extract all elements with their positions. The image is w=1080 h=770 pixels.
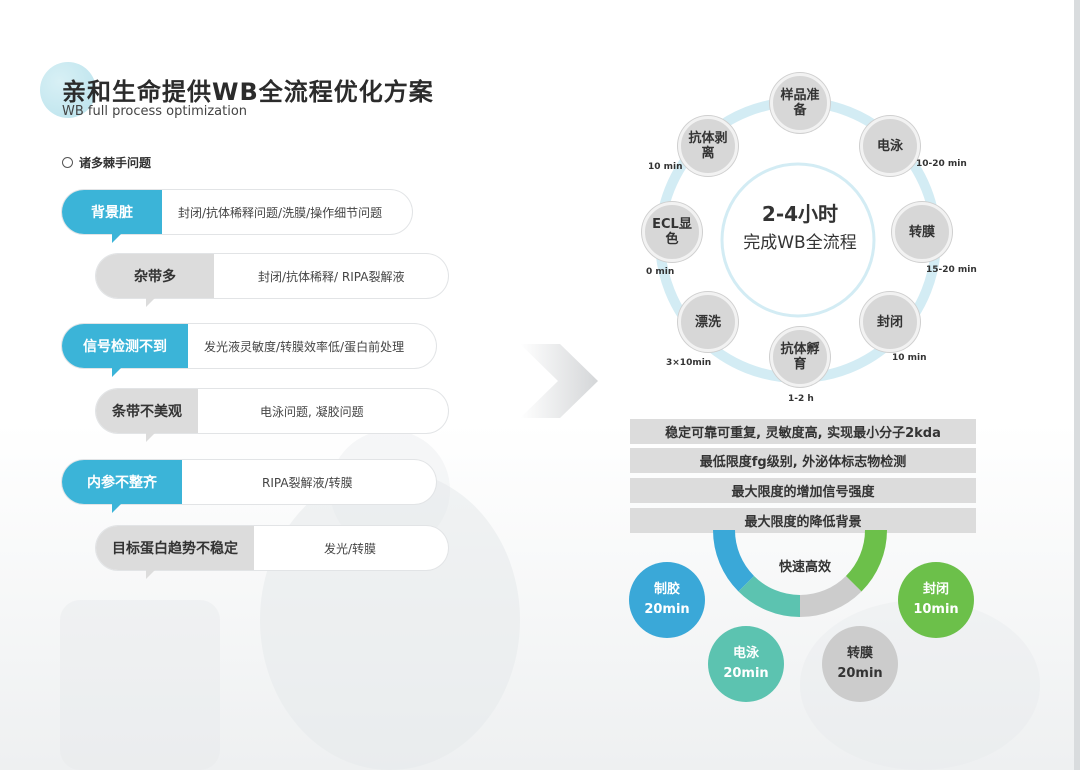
cycle-step-label: 样品准备 (780, 88, 820, 118)
efficiency-bubble-name: 电泳 (732, 646, 759, 661)
cycle-step-label: 转膜 (908, 224, 935, 240)
efficiency-bubble: 制胶 20min (629, 562, 705, 638)
efficiency-bubble: 转膜 20min (822, 626, 898, 702)
efficiency-bubble-name: 制胶 (653, 582, 680, 597)
problem-row: 内参不整齐 RIPA裂解液/转膜 (62, 460, 436, 513)
cycle-step-time: 15-20 min (926, 265, 977, 275)
cycle-step-label: ECL显色 (652, 217, 692, 247)
feature-bar: 最低限度fg级别, 外泌体标志物检测 (630, 448, 976, 473)
chevron-right-arrow-icon (520, 344, 598, 418)
circle-bullet-icon (62, 157, 73, 168)
efficiency-bubble: 电泳 20min (708, 626, 784, 702)
efficiency-ring (713, 530, 887, 617)
problem-desc: 封闭/抗体稀释/ RIPA裂解液 (258, 269, 405, 284)
efficiency-ring-segment (713, 530, 755, 592)
feature-bar: 最大限度的降低背景 (630, 508, 976, 533)
cycle-step-time: 10 min (648, 162, 683, 172)
cycle-step: 封闭 (860, 292, 920, 352)
problem-desc: 发光/转膜 (324, 541, 377, 556)
cycle-step: 抗体孵育 (770, 327, 830, 387)
efficiency-ring-segment (799, 575, 862, 617)
cycle-step-label: 漂洗 (694, 314, 721, 330)
section-label: 诸多棘手问题 (62, 154, 151, 171)
problem-row: 目标蛋白趋势不稳定 发光/转膜 (96, 526, 448, 579)
efficiency-bubble-name: 转膜 (846, 646, 873, 661)
problem-row: 条带不美观 电泳问题, 凝胶问题 (96, 389, 448, 442)
cycle-step-time: 3×10min (666, 358, 712, 368)
cycle-step: 抗体剥离 (678, 116, 738, 176)
section-label-text: 诸多棘手问题 (79, 156, 152, 170)
cycle-step: 转膜 (892, 202, 952, 262)
problem-tag: 目标蛋白趋势不稳定 (96, 526, 254, 579)
cycle-center-sub: 完成WB全流程 (743, 233, 857, 253)
cycle-step-label: 电泳 (876, 138, 903, 154)
problem-tag: 条带不美观 (96, 389, 198, 442)
page-subtitle: WB full process optimization (62, 104, 248, 119)
efficiency-bubble-name: 封闭 (922, 582, 949, 597)
cycle-center-main: 2-4小时 (761, 202, 839, 226)
cycle-step-time: 10 min (892, 353, 927, 363)
problem-row: 信号检测不到 发光液灵敏度/转膜效率低/蛋白前处理 (62, 324, 436, 377)
problem-tag: 信号检测不到 (62, 324, 188, 377)
efficiency-bubble-time: 10min (913, 602, 959, 617)
cycle-step-label: 抗体孵育 (780, 342, 820, 372)
efficiency-bubble-time: 20min (837, 666, 883, 681)
feature-bar: 稳定可靠可重复, 灵敏度高, 实现最小分子2kda (630, 419, 976, 444)
efficiency-ring-segment (845, 530, 887, 592)
efficiency-bubble-time: 20min (644, 602, 690, 617)
cycle-step-time: 0 min (646, 267, 675, 277)
title-decoration (40, 62, 96, 118)
problem-tag: 背景脏 (62, 190, 162, 243)
problem-desc: RIPA裂解液/转膜 (262, 475, 353, 490)
page-title: 亲和生命提供WB全流程优化方案 (62, 78, 434, 106)
problem-row: 杂带多 封闭/抗体稀释/ RIPA裂解液 (96, 254, 448, 307)
cycle-step-time: 10-20 min (916, 159, 967, 169)
cycle-step: 漂洗 (678, 292, 738, 352)
problem-tag: 杂带多 (96, 254, 214, 307)
problem-desc: 电泳问题, 凝胶问题 (260, 404, 364, 419)
problem-row: 背景脏 封闭/抗体稀释问题/洗膜/操作细节问题 (62, 190, 412, 243)
cycle-step: 电泳 (860, 116, 920, 176)
efficiency-ring-segment (738, 575, 801, 617)
efficiency-bubble-time: 20min (723, 666, 769, 681)
cycle-step-label: 抗体剥离 (688, 131, 728, 161)
page-edge (1074, 0, 1080, 770)
background-figure (260, 470, 520, 770)
background-figure (60, 600, 220, 770)
efficiency-label: 快速高效 (778, 560, 831, 575)
problem-desc: 发光液灵敏度/转膜效率低/蛋白前处理 (204, 339, 405, 354)
cycle-step-time: 1-2 h (788, 394, 814, 404)
cycle-step-label: 封闭 (876, 314, 903, 330)
feature-bar: 最大限度的增加信号强度 (630, 478, 976, 503)
problem-desc: 封闭/抗体稀释问题/洗膜/操作细节问题 (178, 205, 383, 220)
cycle-step: 样品准备 (770, 73, 830, 133)
efficiency-bubble: 封闭 10min (898, 562, 974, 638)
problem-tag: 内参不整齐 (62, 460, 182, 513)
cycle-step: ECL显色 (642, 202, 702, 262)
